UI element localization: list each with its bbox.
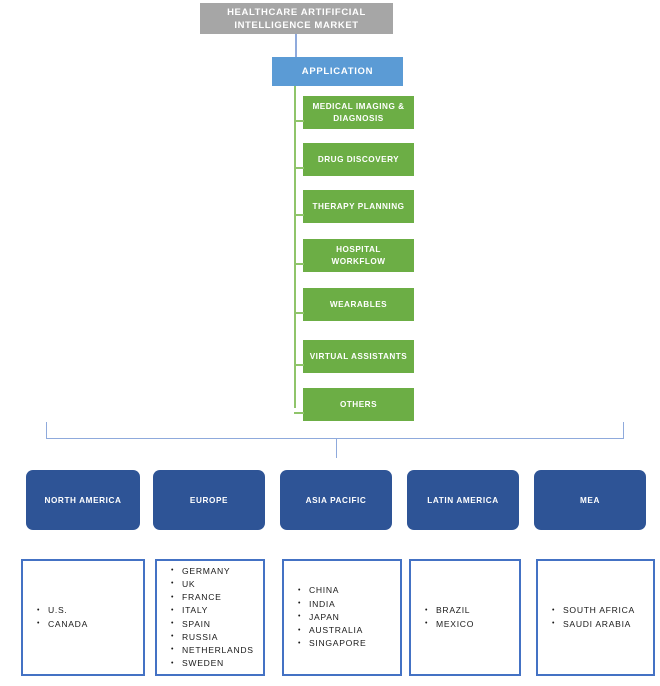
country-list-item: RUSSIA	[171, 630, 263, 644]
root-node-healthcare-ai-market: HEALTHCARE ARTIFIFCIAL INTELLIGENCE MARK…	[200, 3, 393, 34]
connector-application-stub	[294, 412, 304, 414]
region-node: ASIA PACIFIC	[280, 470, 392, 530]
country-list-box: BRAZILMEXICO	[409, 559, 521, 676]
country-list-item: SAUDI ARABIA	[552, 617, 653, 631]
connector-application-trunk	[294, 86, 296, 408]
country-list-item: SOUTH AFRICA	[552, 604, 653, 617]
country-list-item: BRAZIL	[425, 604, 519, 617]
application-node: HOSPITAL WORKFLOW	[303, 239, 414, 272]
connector-application-stub	[294, 263, 304, 265]
application-node: VIRTUAL ASSISTANTS	[303, 340, 414, 373]
application-node: MEDICAL IMAGING & DIAGNOSIS	[303, 96, 414, 129]
region-node: LATIN AMERICA	[407, 470, 519, 530]
country-list-item: ITALY	[171, 604, 263, 617]
country-list-item: JAPAN	[298, 610, 400, 624]
region-bracket-stem	[336, 438, 337, 458]
country-list-item: MEXICO	[425, 617, 519, 631]
connector-root-to-application	[295, 34, 297, 58]
application-node: DRUG DISCOVERY	[303, 143, 414, 176]
country-list-item: AUSTRALIA	[298, 624, 400, 637]
country-list-box: GERMANYUKFRANCEITALYSPAINRUSSIANETHERLAN…	[155, 559, 265, 676]
country-list-box: CHINAINDIAJAPANAUSTRALIASINGAPORE	[282, 559, 402, 676]
region-bracket-left-arm	[46, 422, 47, 439]
country-list-item: FRANCE	[171, 591, 263, 604]
region-bracket-horizontal	[46, 438, 624, 439]
country-list-box: U.S.CANADA	[21, 559, 145, 676]
country-list-item: SINGAPORE	[298, 637, 400, 650]
region-node: MEA	[534, 470, 646, 530]
country-list-box: SOUTH AFRICASAUDI ARABIA	[536, 559, 655, 676]
application-node: OTHERS	[303, 388, 414, 421]
connector-application-stub	[294, 214, 304, 216]
country-list-item: INDIA	[298, 597, 400, 611]
connector-application-stub	[294, 167, 304, 169]
country-list-item: U.S.	[37, 604, 143, 617]
region-bracket-right-arm	[623, 422, 624, 439]
country-list-item: SWEDEN	[171, 657, 263, 670]
country-list-item: NETHERLANDS	[171, 643, 263, 657]
connector-application-stub	[294, 364, 304, 366]
connector-application-stub	[294, 120, 304, 122]
country-list-item: GERMANY	[171, 564, 263, 578]
application-node: THERAPY PLANNING	[303, 190, 414, 223]
country-list-item: CHINA	[298, 584, 400, 597]
connector-application-stub	[294, 312, 304, 314]
segment-node-application: APPLICATION	[272, 57, 403, 86]
country-list-item: CANADA	[37, 617, 143, 631]
country-list-item: SPAIN	[171, 617, 263, 631]
region-node: EUROPE	[153, 470, 265, 530]
application-node: WEARABLES	[303, 288, 414, 321]
region-node: NORTH AMERICA	[26, 470, 140, 530]
country-list-item: UK	[171, 577, 263, 591]
